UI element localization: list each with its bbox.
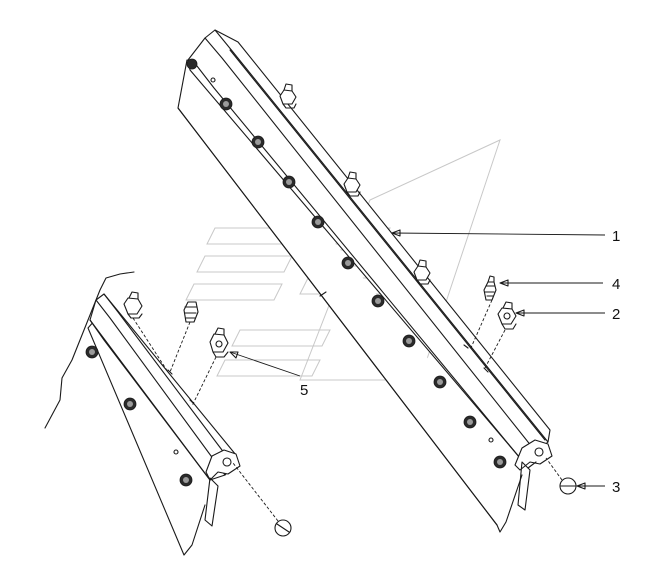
- star-knob-icon: [343, 171, 361, 197]
- end-cap-icon: [545, 457, 577, 495]
- callout-3: 3: [612, 479, 620, 496]
- star-knob-icon: [123, 291, 169, 373]
- left-blade-assembly: [44, 271, 241, 556]
- star-knob-icon: [413, 259, 431, 285]
- main-blade-assembly: [177, 29, 553, 533]
- grease-nipple-icon: [469, 275, 497, 351]
- callout-5: 5: [300, 382, 308, 399]
- bar-holes: [186, 58, 507, 469]
- callout-leaders: [229, 229, 606, 490]
- callout-2: 2: [612, 306, 620, 323]
- callout-1: 1: [612, 228, 620, 245]
- star-knob-icon: [484, 301, 517, 369]
- grease-nipple-icon: [169, 301, 199, 373]
- end-cap-icon: [232, 462, 292, 537]
- callout-4: 4: [612, 276, 620, 293]
- star-knob-icon: [191, 327, 229, 407]
- star-knob-icon: [279, 83, 297, 109]
